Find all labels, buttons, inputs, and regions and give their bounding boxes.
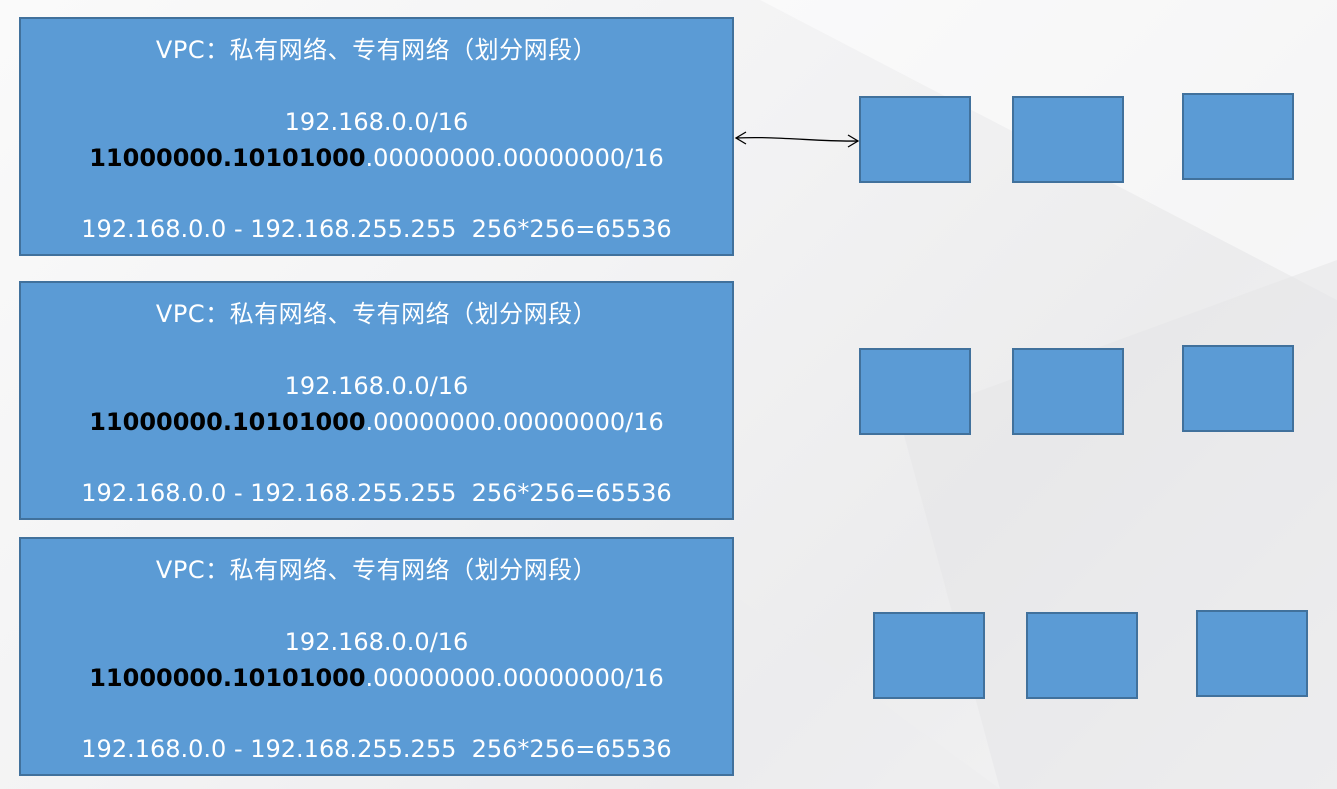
node-box-r1-c3	[1182, 93, 1294, 180]
vpc-title: VPC：私有网络、专有网络（划分网段）	[155, 556, 598, 584]
binary-host-part: .00000000.00000000/16	[365, 144, 664, 172]
vpc-title: VPC：私有网络、专有网络（划分网段）	[155, 300, 598, 328]
vpc-binary: 11000000.10101000.00000000.00000000/16	[21, 143, 732, 173]
vpc-box-3: VPC：私有网络、专有网络（划分网段） 192.168.0.0/16 11000…	[19, 537, 734, 776]
binary-network-part: 11000000.10101000	[89, 408, 366, 436]
vpc-cidr: 192.168.0.0/16	[284, 372, 469, 400]
left-arrowhead-icon	[734, 131, 747, 145]
vpc-range: 192.168.0.0 - 192.168.255.255 256*256=65…	[81, 735, 672, 763]
vpc-binary: 11000000.10101000.00000000.00000000/16	[21, 663, 732, 693]
node-box-r2-c2	[1012, 348, 1124, 435]
binary-network-part: 11000000.10101000	[89, 144, 366, 172]
right-arrowhead-icon	[847, 134, 860, 148]
vpc-range: 192.168.0.0 - 192.168.255.255 256*256=65…	[81, 479, 672, 507]
node-box-r1-c2	[1012, 96, 1124, 183]
vpc-binary: 11000000.10101000.00000000.00000000/16	[21, 407, 732, 437]
connector-line	[735, 136, 859, 142]
vpc-cidr: 192.168.0.0/16	[284, 628, 469, 656]
vpc-box-1: VPC：私有网络、专有网络（划分网段） 192.168.0.0/16 11000…	[19, 17, 734, 256]
node-box-r3-c2	[1026, 612, 1138, 699]
vpc-range: 192.168.0.0 - 192.168.255.255 256*256=65…	[81, 215, 672, 243]
node-box-r3-c3	[1196, 610, 1308, 697]
node-box-r2-c1	[859, 348, 971, 435]
vpc-box-2: VPC：私有网络、专有网络（划分网段） 192.168.0.0/16 11000…	[19, 281, 734, 520]
vpc-title: VPC：私有网络、专有网络（划分网段）	[155, 36, 598, 64]
vpc-cidr: 192.168.0.0/16	[284, 108, 469, 136]
node-box-r1-c1	[859, 96, 971, 183]
binary-host-part: .00000000.00000000/16	[365, 408, 664, 436]
binary-host-part: .00000000.00000000/16	[365, 664, 664, 692]
node-box-r2-c3	[1182, 345, 1294, 432]
node-box-r3-c1	[873, 612, 985, 699]
binary-network-part: 11000000.10101000	[89, 664, 366, 692]
